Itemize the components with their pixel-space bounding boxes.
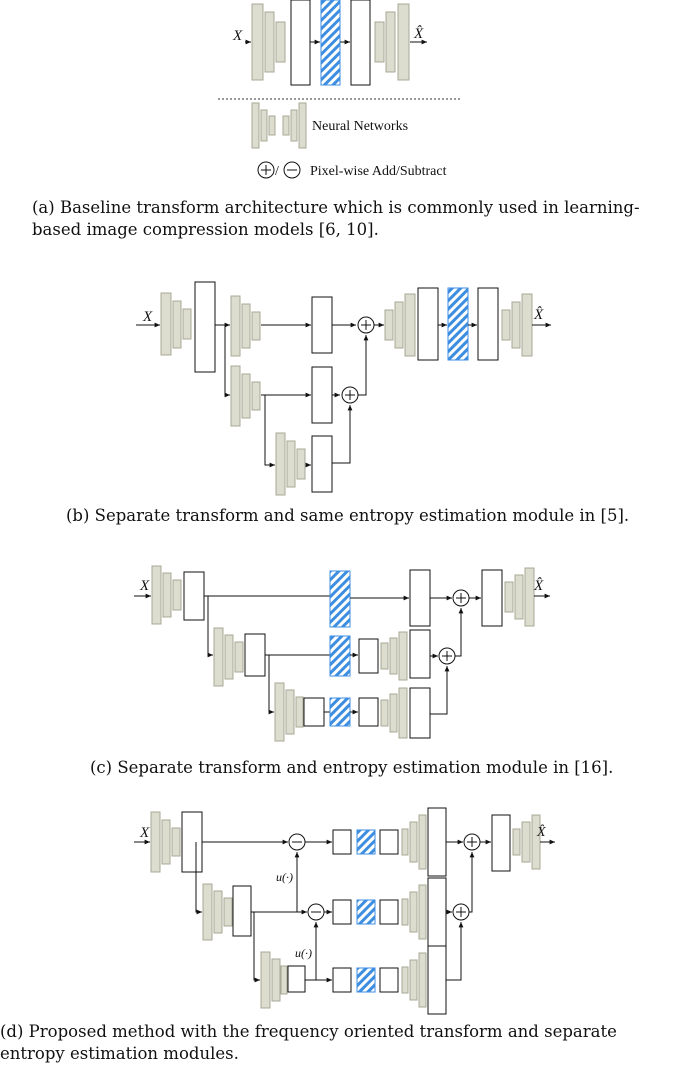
branch3-decoder-nn xyxy=(380,687,408,739)
branch1-out-block xyxy=(427,807,447,877)
dequantizer-block xyxy=(481,569,503,627)
branch2-nn-block xyxy=(202,883,233,941)
quantizer-block xyxy=(417,287,439,361)
branch2-block xyxy=(358,638,379,674)
caption-c: (c) Separate transform and entropy estim… xyxy=(90,758,614,777)
branch3-block xyxy=(358,697,379,727)
entropy-block-hatched xyxy=(356,899,376,925)
branch2-nn-block xyxy=(213,627,244,687)
branch2-split-block xyxy=(232,885,252,937)
branch3-decoder-nn xyxy=(401,952,427,1008)
add-operator-icon xyxy=(438,647,456,665)
branch2-decoder-nn xyxy=(401,884,427,940)
entropy-block-hatched xyxy=(329,635,351,677)
split-block xyxy=(194,281,216,373)
legend-nn-label: Neural Networks xyxy=(312,119,408,134)
add-operator-icon xyxy=(452,589,470,607)
branch3-block xyxy=(332,967,352,993)
branch2-post-block xyxy=(379,899,399,925)
entropy-block-hatched xyxy=(329,570,351,628)
caption-b: (b) Separate transform and same entropy … xyxy=(66,506,630,525)
branch2-split-block xyxy=(244,633,266,677)
encoder-nn-block xyxy=(160,292,192,356)
encoder-nn-block xyxy=(150,811,181,873)
branch1-decoder-nn xyxy=(401,814,427,870)
branch3-split-block xyxy=(287,965,306,993)
subtract-operator-icon xyxy=(288,833,306,851)
output-xhat-label: X̂ xyxy=(413,26,424,42)
branch3-split-block xyxy=(303,697,325,727)
synthesis-nn-block xyxy=(384,293,416,357)
caption-d: (d) Proposed method with the frequency o… xyxy=(0,1022,617,1063)
branch1-block xyxy=(311,296,333,354)
add-operator-icon xyxy=(463,833,481,851)
decoder-nn-block xyxy=(501,293,533,357)
branch3-nn-block xyxy=(275,432,306,496)
branch1-post-block xyxy=(379,829,399,855)
dequantizer-block xyxy=(350,0,371,86)
branch2-block xyxy=(311,366,333,424)
panel-c-diagram: X X̂ xyxy=(134,565,550,742)
branch1-block xyxy=(409,569,431,627)
branch1-block xyxy=(332,829,352,855)
branch3-out-block xyxy=(427,945,447,1015)
decoder-nn-block xyxy=(374,3,410,81)
dequantizer-block xyxy=(477,287,499,361)
caption-a: (a) Baseline transform architecture whic… xyxy=(32,198,640,239)
add-operator-icon xyxy=(341,386,359,404)
entropy-block-hatched xyxy=(356,829,376,855)
branch3-nn-block xyxy=(260,951,288,1009)
upsample-u-label: u(·) xyxy=(295,946,312,960)
branch3-out-block xyxy=(409,687,431,739)
branch1-nn-block xyxy=(230,295,261,357)
branch2-decoder-nn xyxy=(380,631,408,681)
entropy-block-hatched xyxy=(329,697,351,727)
entropy-block-hatched xyxy=(320,0,341,86)
split-block xyxy=(181,811,203,873)
input-x-label: X xyxy=(139,578,150,594)
subtract-operator-icon xyxy=(307,903,325,921)
add-operator-icon xyxy=(257,161,275,179)
upsample-u-label: u(·) xyxy=(276,870,293,884)
legend-nn-icon xyxy=(251,102,307,149)
branch2-out-block xyxy=(409,629,431,679)
decoder-nn-block xyxy=(512,814,541,870)
output-xhat-label: X̂ xyxy=(533,578,544,594)
add-operator-icon xyxy=(357,316,375,334)
panel-b-diagram: X xyxy=(136,281,551,496)
branch3-post-block xyxy=(379,967,399,993)
branch3-nn-block xyxy=(274,682,304,742)
encoder-nn-block xyxy=(251,3,286,81)
branch2-block xyxy=(332,899,352,925)
branch2-out-block xyxy=(427,877,447,947)
output-xhat-label: X̂ xyxy=(536,824,546,840)
panel-a-diagram: X X̂ xyxy=(232,0,427,86)
entropy-block-hatched xyxy=(447,287,469,361)
entropy-block-hatched xyxy=(356,967,376,993)
input-x-label: X xyxy=(232,28,243,44)
legend-op-label: Pixel-wise Add/Subtract xyxy=(310,164,447,179)
input-x-label: X xyxy=(142,309,153,325)
output-xhat-label: X̂ xyxy=(533,307,544,323)
dequantizer-block xyxy=(491,814,511,872)
add-operator-icon xyxy=(452,903,470,921)
input-x-label: X xyxy=(139,825,150,841)
split-block xyxy=(183,571,205,621)
branch3-block xyxy=(311,435,333,493)
legend-op-slash: / xyxy=(275,164,279,179)
panel-d-diagram: X xyxy=(134,807,555,1015)
decoder-nn-block xyxy=(504,567,535,627)
subtract-operator-icon xyxy=(283,161,301,179)
branch2-nn-block xyxy=(230,365,261,427)
quantizer-block xyxy=(290,0,311,86)
encoder-nn-block xyxy=(151,565,182,625)
legend: Neural Networks / Pixel-wise Add/Subtrac… xyxy=(251,102,447,179)
